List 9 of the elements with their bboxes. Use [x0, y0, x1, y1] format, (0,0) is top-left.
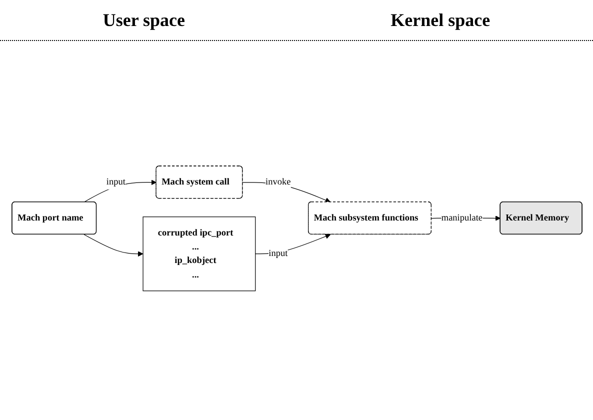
section-heading: Kernel space [390, 10, 490, 30]
edge-label: input [268, 248, 288, 259]
edge-label: manipulate [440, 212, 482, 223]
arrow [83, 180, 156, 202]
arrow [83, 234, 143, 257]
edge-label: input [106, 177, 125, 188]
node-box: corrupted ipc_port ... ip_kobject ... [142, 216, 256, 292]
edge-label: invoke [265, 177, 290, 188]
section-heading: User space [102, 10, 185, 30]
